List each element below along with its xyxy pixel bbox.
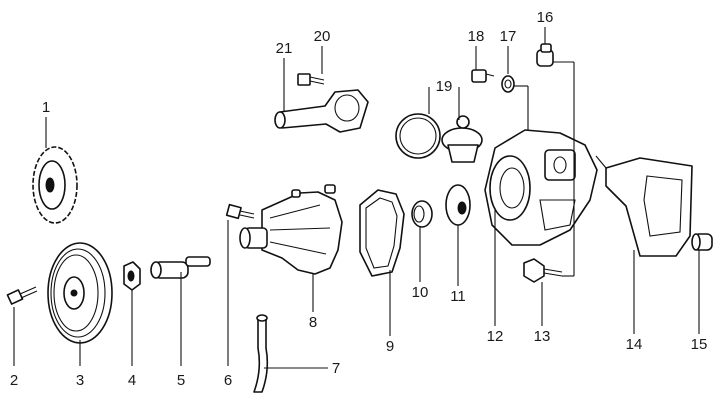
part-10-seal [411,200,433,228]
label-12: 12 [487,328,504,345]
part-18-plug [471,69,495,83]
part-11-impeller [445,184,471,226]
label-17: 17 [500,28,517,45]
part-6-bolt [225,203,255,220]
label-11: 11 [450,288,466,305]
part-13-bolt [523,258,563,283]
part-21-outlet-pipe [274,89,369,133]
part-14-cover-gasket [605,157,693,257]
part-4-hub [123,261,141,291]
label-19: 19 [436,78,453,95]
label-20: 20 [314,28,331,45]
part-15-sleeve [691,233,713,251]
label-9: 9 [386,338,394,355]
label-15: 15 [691,336,708,353]
label-16: 16 [537,9,554,26]
part-12-housing [484,129,598,246]
label-6: 6 [224,372,232,389]
label-10: 10 [412,284,429,301]
label-5: 5 [177,372,185,389]
label-7: 7 [332,360,340,377]
part-5-shaft [150,256,211,279]
part-3-pulley [47,242,113,344]
leader-lines [13,27,700,369]
part-1-sprocket [32,146,78,224]
label-13: 13 [534,328,551,345]
part-17-washer [501,75,515,93]
label-1: 1 [42,99,50,116]
label-3: 3 [76,372,84,389]
label-21: 21 [276,40,293,57]
part-8-water-pump [239,184,343,275]
part-labels: 1 2 3 4 5 6 7 8 9 10 11 12 13 14 15 16 1… [10,9,708,389]
label-14: 14 [626,336,643,353]
part-7-hose [253,314,269,393]
label-18: 18 [468,28,485,45]
part-19-thermostat [395,113,483,163]
part-16-cap [536,43,554,67]
label-4: 4 [128,372,136,389]
part-2-bolt [6,286,38,305]
label-8: 8 [309,314,317,331]
part-20-bolt [297,73,325,86]
part-9-gasket [359,189,405,277]
label-2: 2 [10,372,18,389]
